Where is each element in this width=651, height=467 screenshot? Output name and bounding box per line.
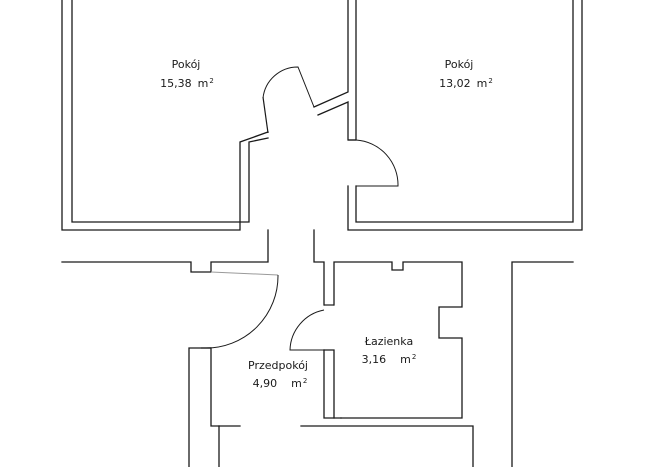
door-entrance	[201, 271, 279, 349]
wall-right-room-outer	[347, 0, 583, 231]
wall-partition-right	[317, 0, 357, 141]
bathroom-walls	[323, 261, 463, 419]
wall-partition-left	[313, 0, 349, 108]
room-left-walls	[61, 0, 269, 231]
wall-bottom-middle	[300, 425, 474, 467]
wall-right-room-inner	[355, 0, 574, 223]
door-bathroom	[289, 304, 334, 351]
wall-left-room-outer	[61, 0, 269, 231]
central-partition	[313, 0, 357, 141]
right-exterior-wall	[511, 261, 574, 467]
wall-corridor-left	[61, 229, 269, 273]
bottom-walls	[188, 347, 474, 467]
room-name: Łazienka	[364, 335, 413, 348]
wall-left-room-inner	[71, 0, 269, 223]
wall-bathroom-door-jamb	[323, 349, 335, 419]
room-right-walls	[347, 0, 583, 231]
room-name: Przedpokój	[248, 359, 308, 372]
wall-bathroom-outer	[323, 349, 342, 419]
wall-bottom-left	[188, 347, 241, 467]
corridor-walls	[61, 229, 325, 306]
wall-corridor-right	[313, 229, 325, 306]
door-right-room	[348, 139, 399, 187]
door-left-room	[262, 66, 315, 134]
room-name: Pokój	[445, 58, 474, 71]
wall-exterior-right	[511, 261, 574, 467]
wall-bathroom-inner	[333, 261, 463, 419]
room-name: Pokój	[172, 58, 201, 71]
